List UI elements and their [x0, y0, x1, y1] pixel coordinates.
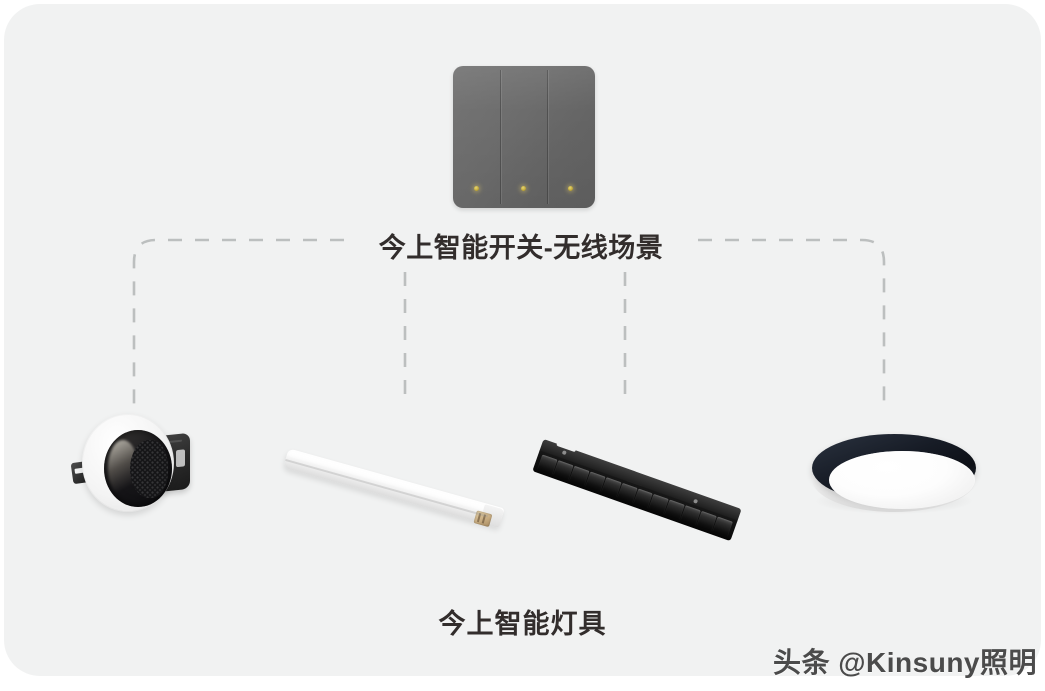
magnetic-track-light-icon	[532, 438, 742, 542]
track-light-cell	[712, 516, 733, 537]
watermark: 头条 @Kinsuny照明	[772, 647, 1037, 678]
connector-left-branch	[132, 238, 344, 404]
hub-title-text: 今上智能开关-无线场景	[378, 232, 664, 263]
linear-tube-light-icon	[283, 448, 505, 528]
product-linear-tube[interactable]	[282, 442, 505, 528]
product-downlight[interactable]	[70, 408, 197, 524]
gang-divider-1	[500, 70, 501, 204]
switch-indicator-led-3	[568, 186, 573, 191]
product-track-light[interactable]	[532, 420, 750, 542]
connector-right-branch	[698, 238, 886, 404]
hub-title: 今上智能开关-无线场景	[345, 229, 697, 267]
ceiling-lamp-icon	[812, 434, 976, 509]
gang-divider-2	[547, 70, 548, 204]
diagram-card: 今上智能开关-无线场景	[4, 4, 1041, 676]
ceiling-lamp-diffuser	[829, 451, 975, 509]
switch-indicator-led-2	[521, 186, 526, 191]
group-label: 今上智能灯具	[4, 602, 1041, 641]
wall-switch-panel-icon	[453, 66, 595, 208]
downlight-reflector-cup	[104, 430, 172, 507]
product-ceiling-lamp[interactable]	[804, 422, 984, 532]
group-label-text: 今上智能灯具	[438, 609, 607, 639]
linear-tube-connector	[473, 510, 493, 528]
downlight-icon	[82, 414, 174, 512]
smart-switch-panel[interactable]	[453, 66, 595, 208]
track-light-grille-face	[532, 450, 738, 542]
track-light-notch	[556, 440, 577, 453]
switch-indicator-led-1	[474, 186, 479, 191]
downlight-honeycomb-louver	[130, 440, 168, 498]
